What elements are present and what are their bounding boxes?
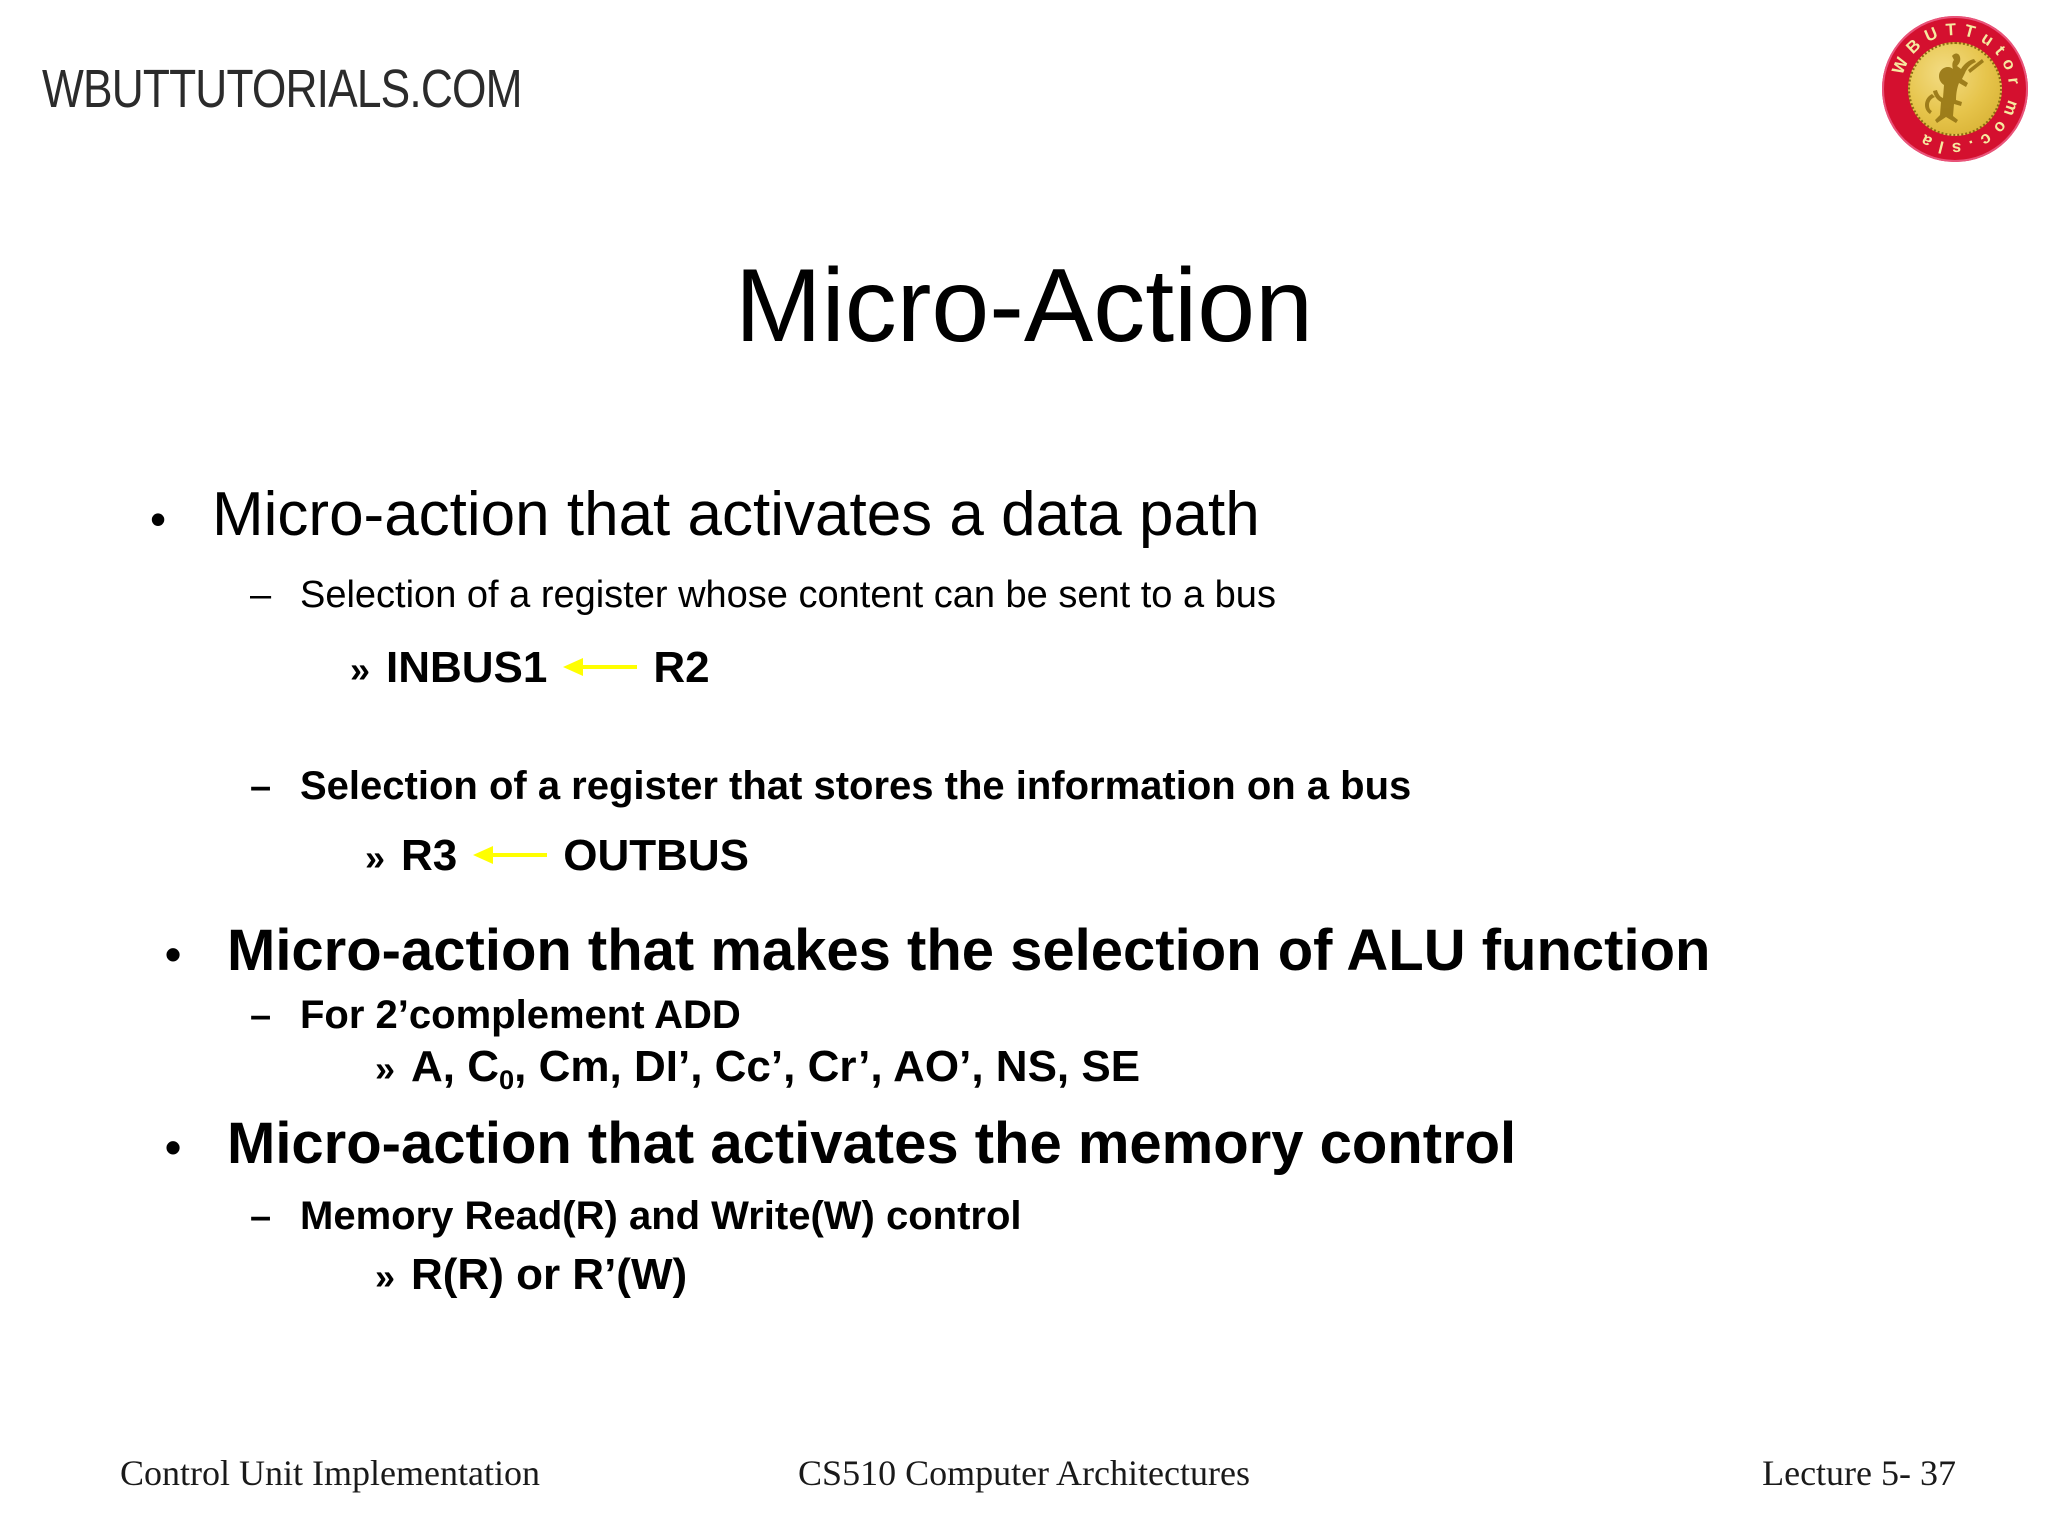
bullet-marker-dash: – xyxy=(250,766,272,808)
bullet-line-level2: – Selection of a register whose content … xyxy=(250,574,1276,616)
bullet-marker-chevron: » xyxy=(375,1048,396,1089)
bullet-text: A, C0, Cm, DI’, Cc’, Cr’, AO’, NS, SE xyxy=(411,1042,1141,1095)
bullet-marker-dash: – xyxy=(250,574,272,616)
bullet-marker-dot: • xyxy=(165,928,182,980)
bullet-marker-dot: • xyxy=(150,493,167,545)
microaction-inbus1-assignment: » INBUS1 R2 xyxy=(350,643,710,692)
memory-control-signal-list: » R(R) or R’(W) xyxy=(375,1250,688,1299)
bullet-marker-chevron: » xyxy=(350,649,371,690)
bullet-line-level2: – Memory Read(R) and Write(W) control xyxy=(250,1194,1022,1238)
bullet-line-level1: • Micro-action that makes the selection … xyxy=(165,918,1711,983)
bullet-text: Memory Read(R) and Write(W) control xyxy=(300,1194,1022,1238)
bullet-text: Micro-action that activates the memory c… xyxy=(227,1111,1517,1176)
bullet-line-level2: – Selection of a register that stores th… xyxy=(250,764,1412,808)
bullet-marker-chevron: » xyxy=(375,1256,396,1297)
bullet-marker-dash: – xyxy=(250,1196,272,1238)
bullet-text: Micro-action that activates a data path xyxy=(212,480,1260,549)
bullet-marker-chevron: » xyxy=(365,837,386,878)
bullet-text: Micro-action that makes the selection of… xyxy=(227,918,1711,983)
bullet-text: Selection of a register whose content ca… xyxy=(300,574,1276,616)
assignment-destination: R3 xyxy=(401,831,458,880)
footer-center-label: CS510 Computer Architectures xyxy=(798,1453,1250,1493)
bullet-line-level2: – For 2’complement ADD xyxy=(250,993,741,1037)
assignment-destination: INBUS1 xyxy=(386,643,548,692)
footer-page-number: Lecture 5- 37 xyxy=(1762,1453,1956,1493)
assignment-source: OUTBUS xyxy=(563,831,750,880)
microaction-r3-assignment: » R3 OUTBUS xyxy=(365,831,750,880)
bullet-marker-dot: • xyxy=(165,1121,182,1173)
bullet-marker-dash: – xyxy=(250,995,272,1037)
bullet-line-level1: • Micro-action that activates a data pat… xyxy=(150,482,1260,548)
site-brand-wordmark: WBUTTUTORIALS.COM xyxy=(42,59,523,119)
bullet-line-level1: • Micro-action that activates the memory… xyxy=(165,1111,1517,1176)
bullet-text: R(R) or R’(W) xyxy=(411,1250,688,1299)
bullet-text: Selection of a register that stores the … xyxy=(300,764,1412,808)
logo-deity-figure xyxy=(1925,53,1984,124)
left-arrow-icon xyxy=(561,652,639,682)
alu-control-signal-list: » A, C0, Cm, DI’, Cc’, Cr’, AO’, NS, SE xyxy=(375,1042,1141,1095)
page-title: Micro-Action xyxy=(735,248,1313,364)
bullet-text: For 2’complement ADD xyxy=(300,993,741,1037)
assignment-source: R2 xyxy=(653,643,710,692)
wbut-tutorials-logo: W B U T T u t o r i m o c . s l a xyxy=(1882,16,2028,162)
footer-left-label: Control Unit Implementation xyxy=(120,1453,540,1493)
left-arrow-icon xyxy=(471,840,549,870)
